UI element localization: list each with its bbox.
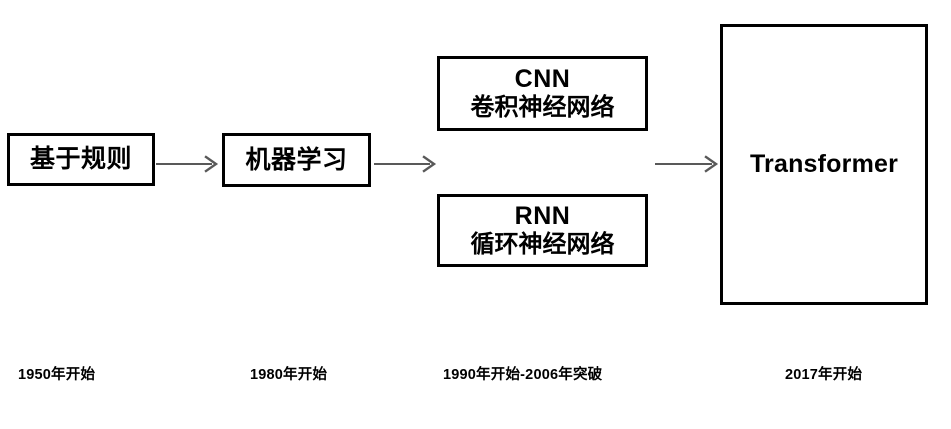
- arrow-ml-to-branch: [374, 152, 438, 176]
- era-label-cnn-rnn: 1990年开始-2006年突破: [443, 367, 603, 383]
- arrow-rule-to-ml: [156, 152, 220, 176]
- node-transformer[interactable]: Transformer: [720, 24, 928, 305]
- node-cnn-subtitle: 卷积神经网络: [470, 94, 615, 122]
- node-rule-based-label: 基于规则: [29, 145, 132, 174]
- node-rule-based[interactable]: 基于规则: [7, 133, 155, 186]
- node-cnn[interactable]: CNN 卷积神经网络: [437, 56, 648, 131]
- arrow-branch-to-transformer: [655, 152, 721, 176]
- node-transformer-label: Transformer: [749, 150, 899, 179]
- node-machine-learning[interactable]: 机器学习: [222, 133, 371, 187]
- era-label-transformer: 2017年开始: [785, 367, 863, 383]
- node-rnn-subtitle: 循环神经网络: [470, 231, 615, 259]
- node-rnn[interactable]: RNN 循环神经网络: [437, 194, 648, 267]
- node-machine-learning-label: 机器学习: [245, 145, 348, 174]
- era-label-rule-based: 1950年开始: [18, 367, 96, 383]
- node-rnn-title: RNN: [514, 202, 571, 231]
- node-cnn-title: CNN: [514, 65, 571, 94]
- era-label-machine-learning: 1980年开始: [250, 367, 328, 383]
